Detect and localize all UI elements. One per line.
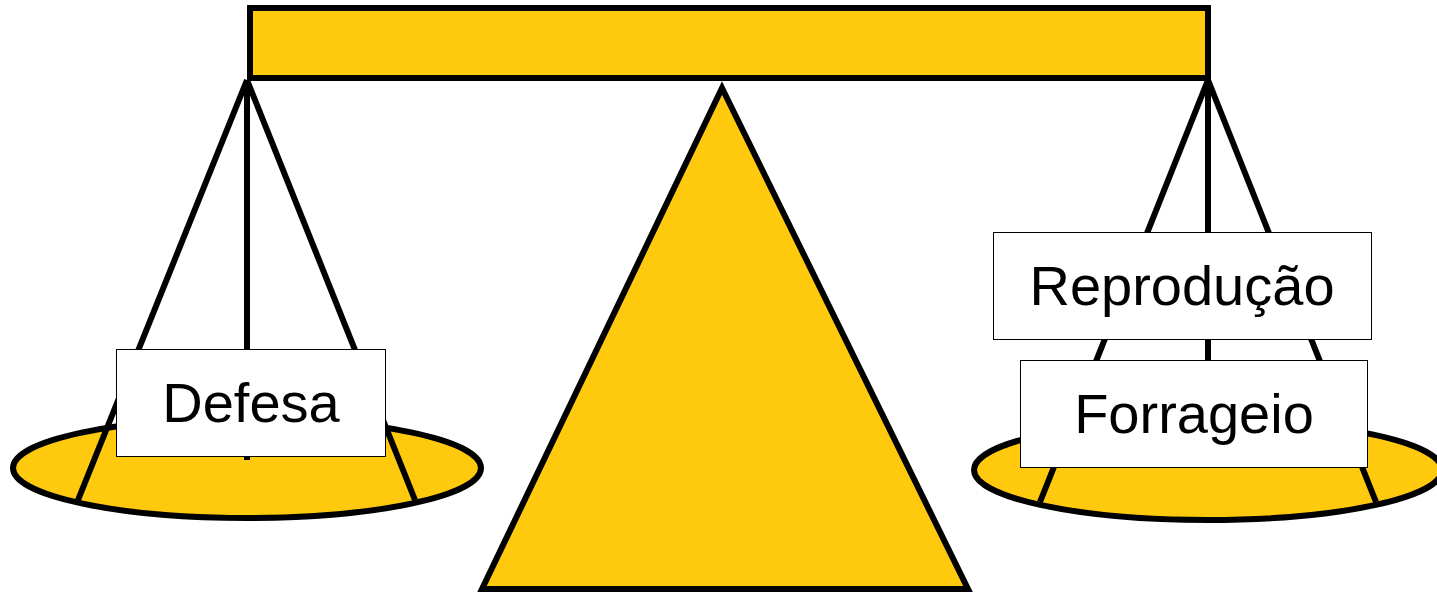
label-text: Reprodução [1029, 255, 1334, 317]
pan-label: Reprodução [993, 232, 1372, 340]
pan-label: Defesa [116, 349, 386, 457]
label-text: Defesa [162, 372, 339, 434]
pan-label: Forrageio [1020, 360, 1368, 468]
label-text: Forrageio [1074, 383, 1314, 445]
